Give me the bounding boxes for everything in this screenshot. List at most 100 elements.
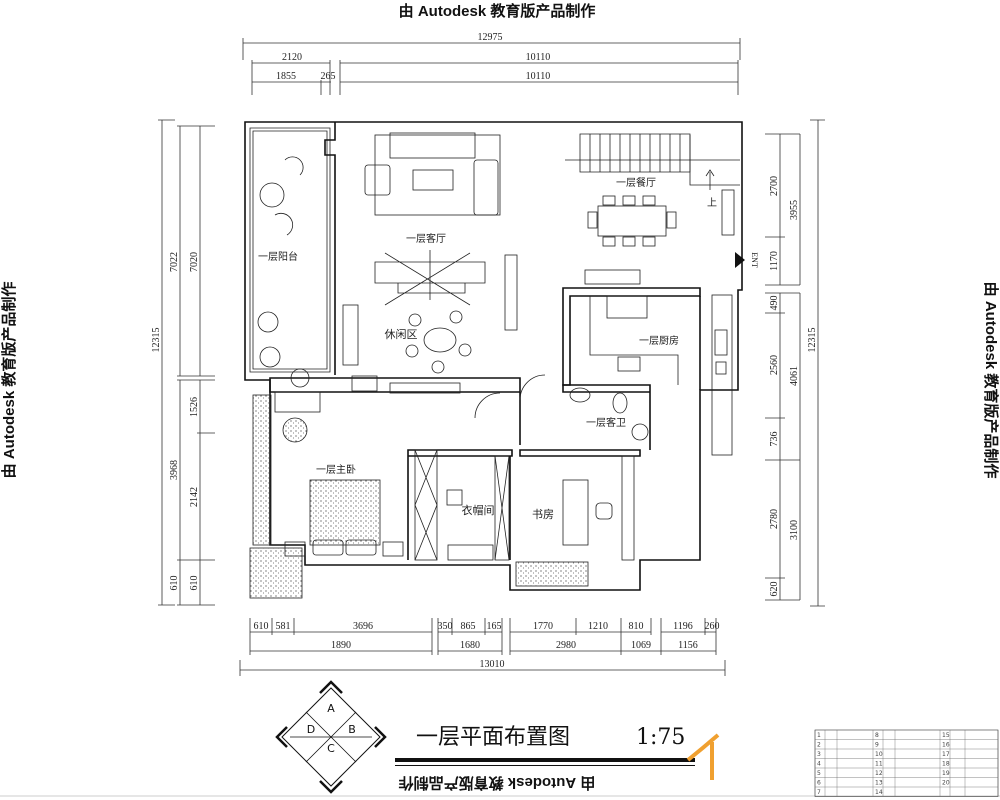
planter bbox=[252, 394, 272, 546]
dim: 1170 bbox=[769, 251, 780, 271]
dim: 620 bbox=[769, 582, 780, 597]
legend-number: 8 bbox=[875, 732, 879, 739]
dim-bottom-overall: 13010 bbox=[480, 659, 505, 670]
legend-number: 9 bbox=[875, 742, 879, 749]
room-label-leisure: 休闲区 bbox=[385, 327, 418, 341]
legend-number: 2 bbox=[817, 742, 821, 749]
dim: 2560 bbox=[769, 355, 780, 375]
dim: 350 bbox=[438, 621, 453, 632]
left-dimensions: 12315 7022 3968 610 7020 1526 2142 610 bbox=[151, 119, 215, 606]
dim: 4061 bbox=[789, 366, 800, 386]
dim: 1526 bbox=[189, 397, 200, 417]
svg-text:C: C bbox=[327, 742, 335, 755]
watermark-top: 由 Autodesk 教育版产品制作 bbox=[399, 2, 596, 20]
room-label-living: 一层客厅 bbox=[406, 232, 446, 245]
legend-number: 14 bbox=[875, 789, 883, 796]
dim: 581 bbox=[276, 621, 291, 632]
dim: 3696 bbox=[353, 621, 373, 632]
planter bbox=[249, 547, 303, 599]
dim: 3100 bbox=[789, 520, 800, 540]
legend-number: 11 bbox=[875, 761, 883, 768]
legend-number: 17 bbox=[942, 751, 950, 758]
kitchen-bath-fixtures bbox=[569, 294, 733, 456]
room-labels: 一层阳台 一层客厅 休闲区 一层餐厅 一层厨房 一层客卫 一层主卧 衣帽间 书房 bbox=[258, 176, 679, 521]
legend-number: 7 bbox=[817, 789, 821, 796]
legend-number: 10 bbox=[875, 751, 883, 758]
dim: 1770 bbox=[533, 621, 553, 632]
room-label-master-bedroom: 一层主卧 bbox=[316, 463, 356, 476]
room-label-study: 书房 bbox=[532, 508, 554, 521]
dim: 165 bbox=[487, 621, 502, 632]
svg-text:D: D bbox=[307, 723, 315, 736]
bottom-dimensions: 610 581 3696 350 865 165 1770 1210 810 1… bbox=[239, 618, 726, 676]
room-label-dining: 一层餐厅 bbox=[616, 176, 656, 189]
top-dimensions: 12975 2120 10110 1855 265 10110 bbox=[242, 32, 741, 95]
dim: 1890 bbox=[331, 640, 351, 651]
dim: 3955 bbox=[789, 200, 800, 220]
dim: 1680 bbox=[460, 640, 480, 651]
svg-text:A: A bbox=[327, 702, 335, 715]
drawing-title: 一层平面布置图 1:75 bbox=[395, 725, 695, 766]
dim: 1156 bbox=[678, 640, 698, 651]
legend-number: 1 bbox=[817, 732, 821, 739]
dim: 1210 bbox=[588, 621, 608, 632]
legend-number: 6 bbox=[817, 780, 821, 787]
legend-number: 16 bbox=[942, 742, 950, 749]
room-label-balcony: 一层阳台 bbox=[258, 250, 298, 263]
dim: 10110 bbox=[526, 71, 551, 82]
dim: 12315 bbox=[151, 328, 162, 353]
room-label-cloakroom: 衣帽间 bbox=[462, 503, 495, 517]
legend-number: 18 bbox=[942, 761, 950, 768]
dim: 490 bbox=[769, 296, 780, 311]
dim: 3968 bbox=[169, 460, 180, 480]
index-symbol: A B C D bbox=[275, 680, 387, 794]
legend-number: 4 bbox=[817, 761, 821, 768]
dim-top-overall: 12975 bbox=[478, 32, 503, 43]
dim: 265 bbox=[321, 71, 336, 82]
legend-number: 15 bbox=[942, 732, 950, 739]
title-name: 一层平面布置图 bbox=[416, 725, 570, 750]
dim: 2700 bbox=[769, 176, 780, 196]
right-dimensions: 2700 1170 490 2560 736 2780 620 3955 406… bbox=[765, 119, 825, 607]
stair-up-label: 上 bbox=[707, 197, 717, 209]
dim: 810 bbox=[629, 621, 644, 632]
stairs: 上 bbox=[579, 133, 717, 209]
watermark-right: 由 Autodesk 教育版产品制作 bbox=[982, 282, 1000, 479]
dim: 2780 bbox=[769, 509, 780, 529]
dim: 7022 bbox=[169, 252, 180, 272]
dim: 12315 bbox=[807, 328, 818, 353]
entrance-marker: ENT bbox=[735, 252, 759, 268]
svg-text:B: B bbox=[348, 723, 356, 736]
study-furniture bbox=[474, 374, 635, 561]
dim: 736 bbox=[769, 432, 780, 447]
dim: 1855 bbox=[276, 71, 296, 82]
balcony-furniture bbox=[257, 156, 310, 388]
dim: 260 bbox=[705, 621, 720, 632]
dim: 610 bbox=[169, 576, 180, 591]
legend-number: 20 bbox=[942, 780, 950, 787]
dim: 865 bbox=[461, 621, 476, 632]
watermark-left: 由 Autodesk 教育版产品制作 bbox=[0, 282, 18, 479]
planter bbox=[515, 561, 589, 587]
room-label-kitchen: 一层厨房 bbox=[639, 334, 679, 347]
dim: 7020 bbox=[189, 252, 200, 272]
legend-number: 3 bbox=[817, 751, 821, 758]
logo-mark bbox=[686, 733, 720, 780]
bedroom-furniture bbox=[274, 391, 510, 561]
dim: 1069 bbox=[631, 640, 651, 651]
title-scale: 1:75 bbox=[636, 725, 685, 750]
watermark-bottom: 由 Autodesk 教育版产品制作 bbox=[399, 774, 596, 792]
dim: 2980 bbox=[556, 640, 576, 651]
svg-text:ENT: ENT bbox=[750, 252, 759, 268]
dim: 2120 bbox=[282, 52, 302, 63]
living-furniture bbox=[342, 132, 518, 394]
legend-number: 13 bbox=[875, 780, 883, 787]
dim: 1196 bbox=[673, 621, 693, 632]
legend-number: 12 bbox=[875, 770, 883, 777]
dim: 610 bbox=[254, 621, 269, 632]
dim: 2142 bbox=[189, 487, 200, 507]
room-label-guest-bath: 一层客卫 bbox=[586, 416, 626, 429]
legend-number: 19 bbox=[942, 770, 950, 777]
